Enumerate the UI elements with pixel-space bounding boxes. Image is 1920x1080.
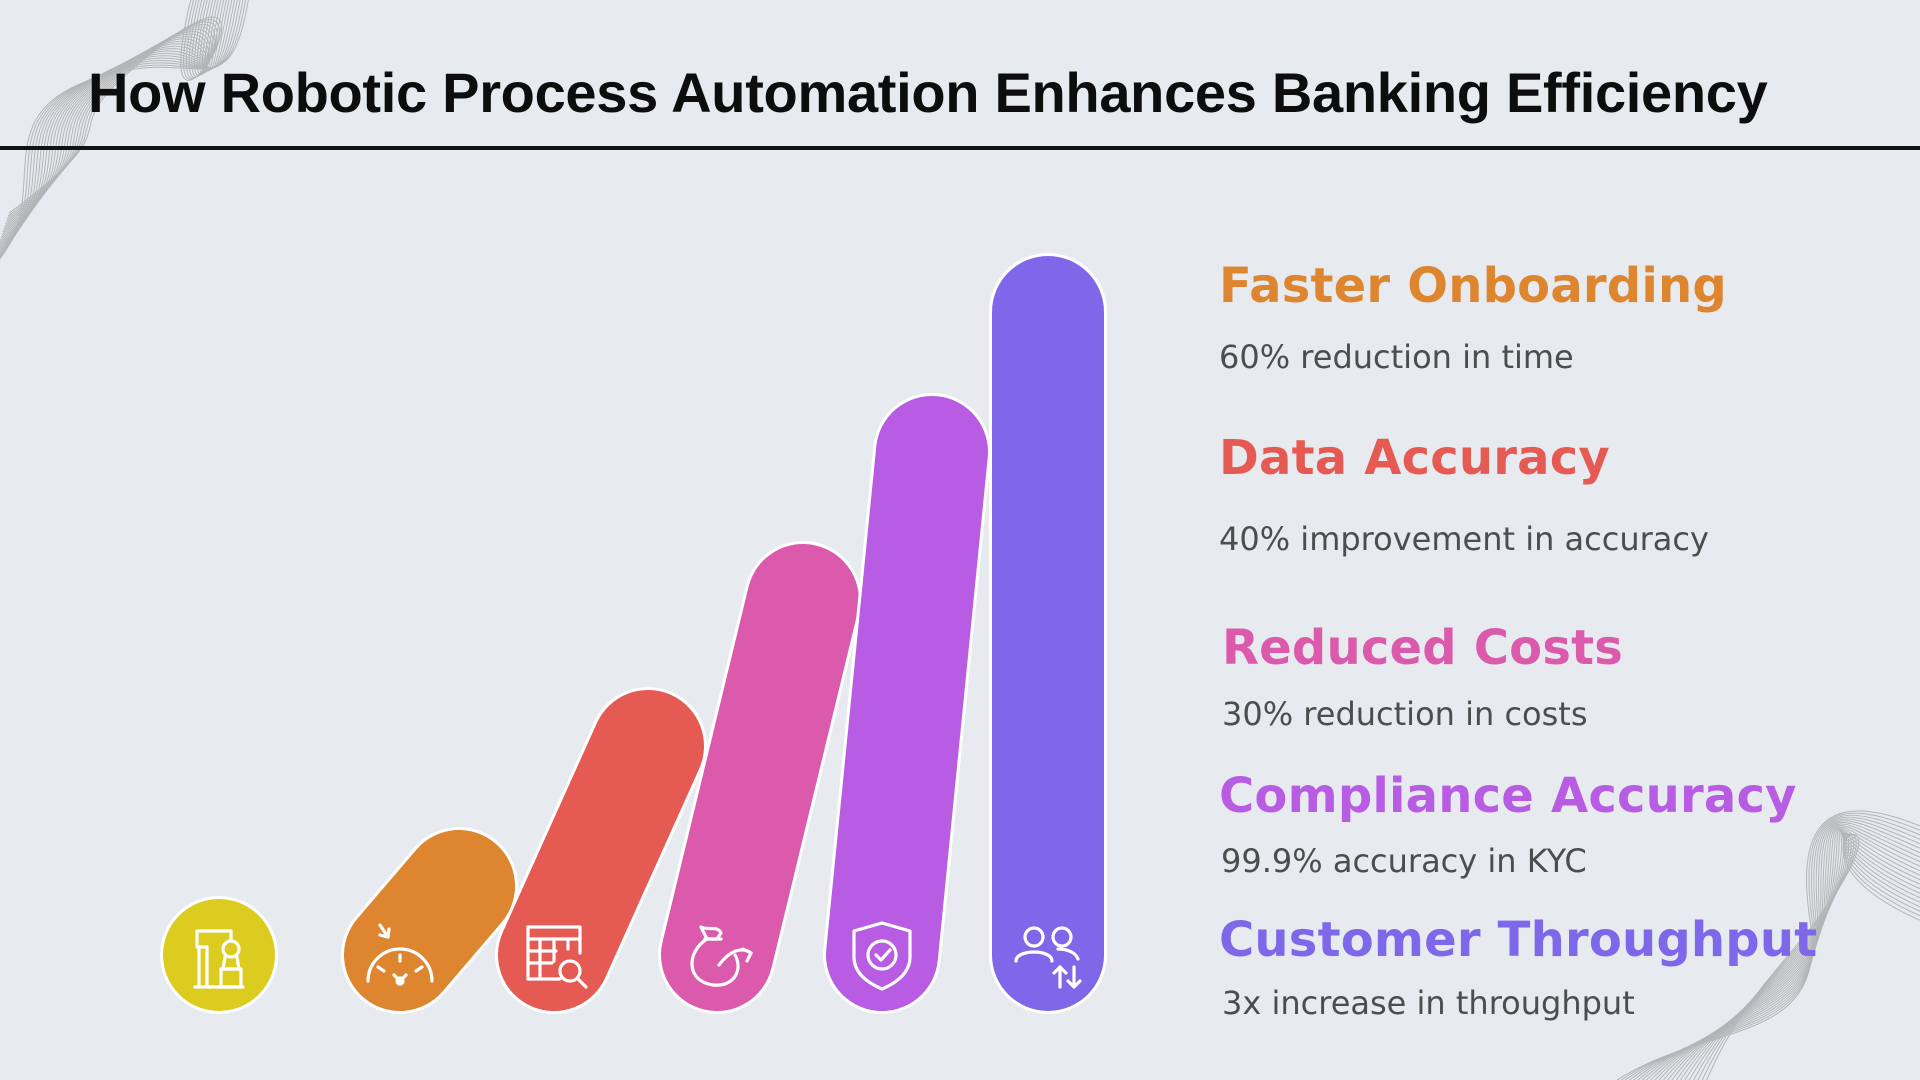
benefit-description: 3x increase in throughput (1222, 984, 1635, 1022)
bar-step-4 (658, 541, 862, 1014)
bar-step-5 (823, 393, 991, 1014)
bar-step-2 (341, 827, 518, 1014)
bar-step-1 (160, 896, 278, 1015)
benefit-title: Compliance Accuracy (1219, 768, 1797, 824)
page-title: How Robotic Process Automation Enhances … (88, 61, 1768, 124)
benefit-title: Data Accuracy (1219, 430, 1610, 486)
bar-fill (826, 396, 988, 1011)
bar-fill (661, 544, 859, 1011)
benefit-description: 60% reduction in time (1219, 338, 1574, 376)
title-divider (0, 146, 1920, 150)
bar-step-3 (495, 687, 707, 1014)
bar-step-6 (989, 253, 1107, 1014)
benefit-description: 30% reduction in costs (1222, 695, 1588, 733)
benefit-description: 40% improvement in accuracy (1219, 520, 1709, 558)
bar-fill (498, 690, 704, 1011)
benefit-description: 99.9% accuracy in KYC (1221, 842, 1587, 880)
benefit-title: Reduced Costs (1222, 620, 1624, 676)
bar-fill (344, 830, 515, 1011)
benefit-title: Customer Throughput (1219, 912, 1818, 968)
benefit-title: Faster Onboarding (1219, 258, 1727, 314)
